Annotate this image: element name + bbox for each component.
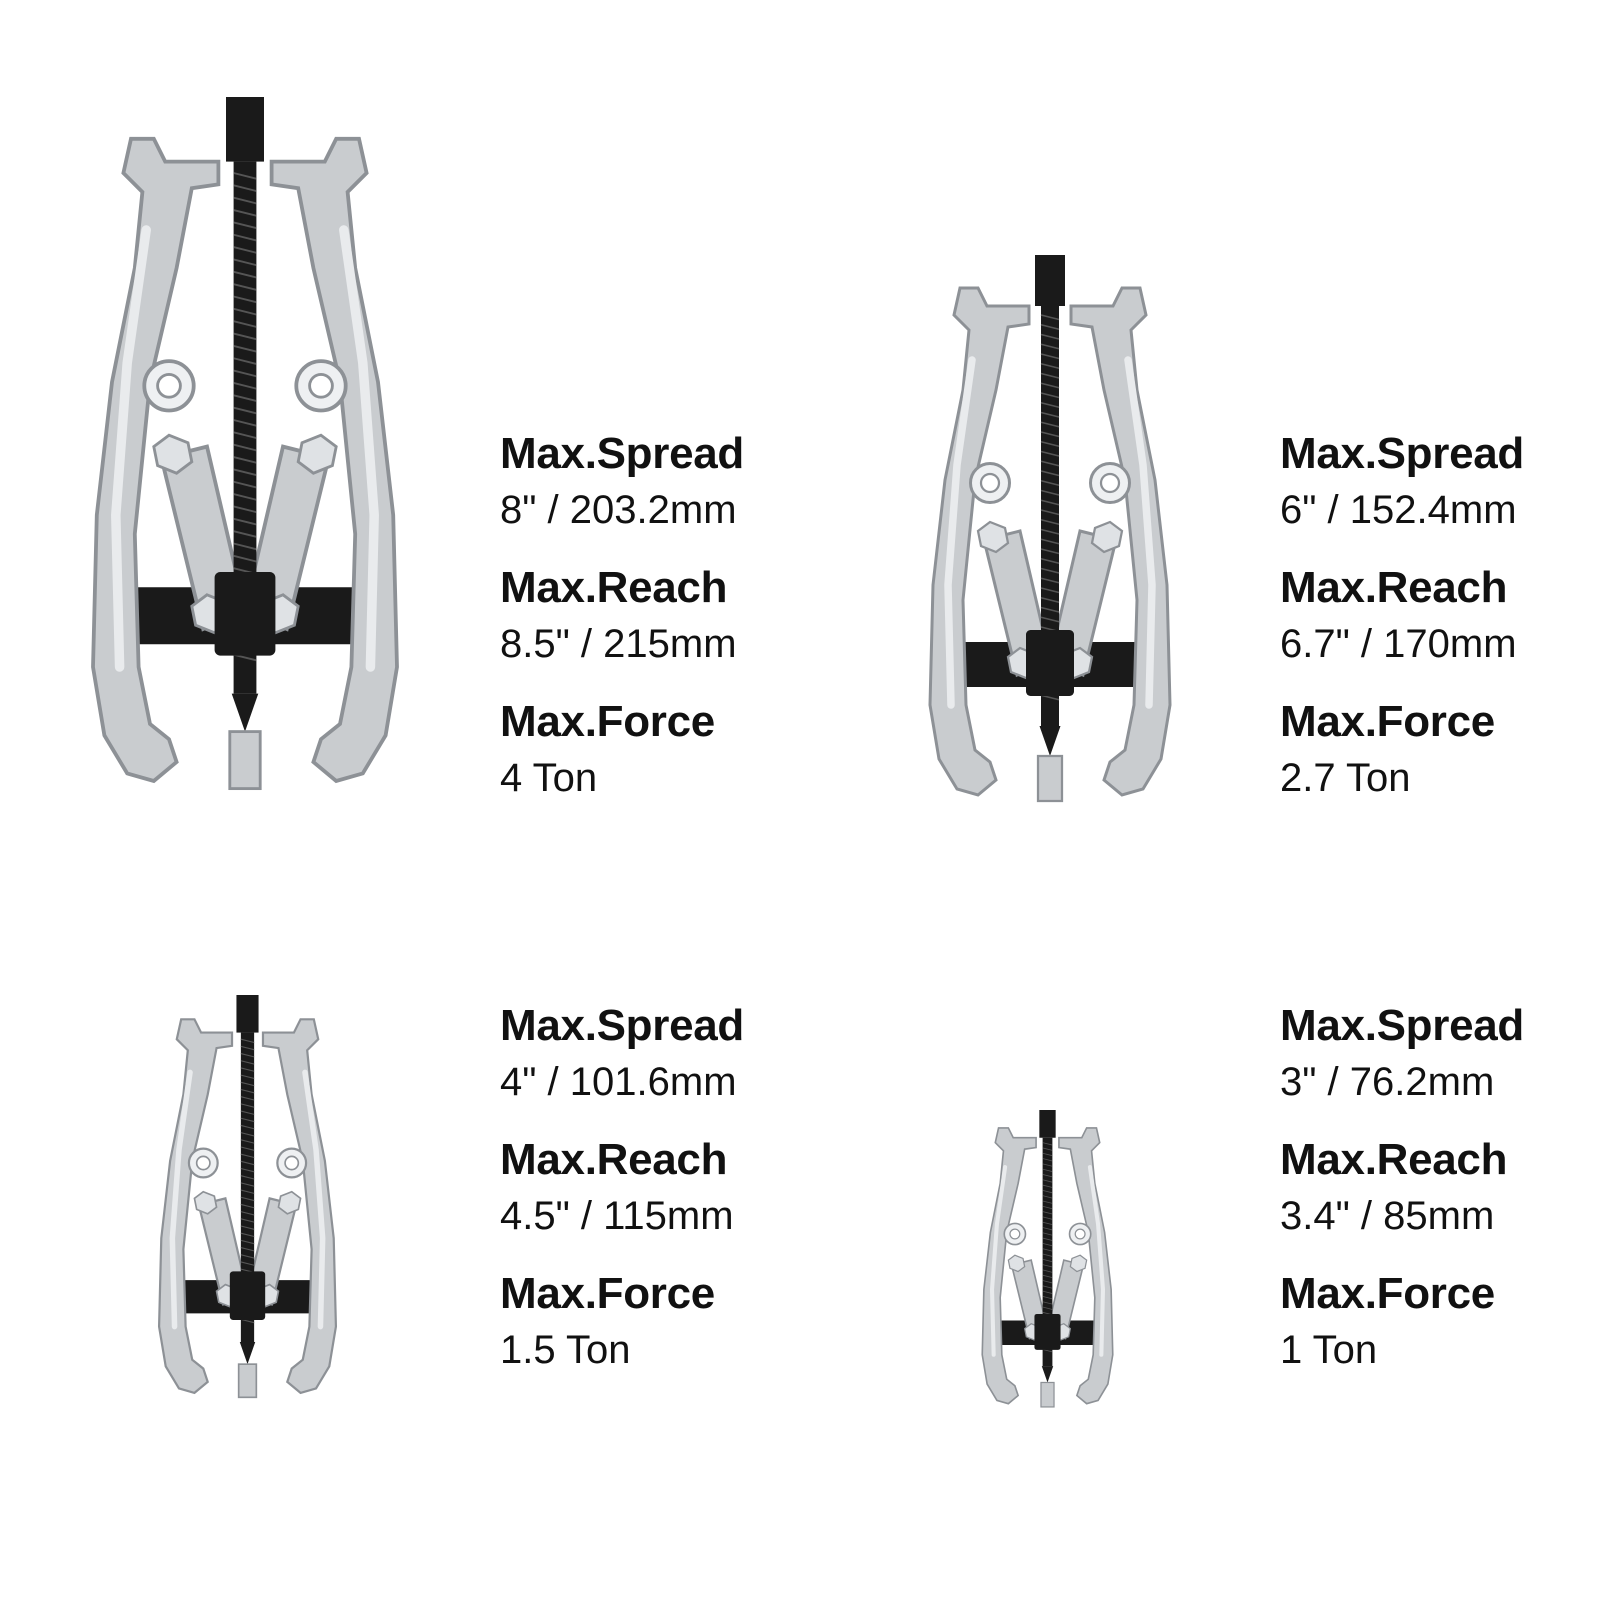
force-label: Max.Force [500,697,715,746]
spread-spec: Max.Spread 3" / 76.2mm [1280,1001,1600,1104]
spread-label: Max.Spread [1280,1001,1524,1050]
force-label: Max.Force [500,1269,715,1318]
reach-value: 4.5" / 115mm [500,1194,734,1238]
spread-label: Max.Spread [1280,429,1524,478]
spread-label: Max.Spread [500,1001,744,1050]
reach-spec: Max.Reach 4.5" / 115mm [500,1135,840,1238]
puller-image-8in [55,88,435,828]
reach-label: Max.Reach [1280,563,1508,612]
force-label: Max.Force [1280,1269,1495,1318]
spread-label: Max.Spread [500,429,744,478]
reach-value: 8.5" / 215mm [500,622,737,666]
force-value: 2.7 Ton [1280,756,1411,800]
force-spec: Max.Force 1.5 Ton [500,1269,840,1372]
spread-value: 3" / 76.2mm [1280,1060,1495,1104]
reach-value: 6.7" / 170mm [1280,622,1517,666]
spread-value: 8" / 203.2mm [500,488,737,532]
spread-spec: Max.Spread 4" / 101.6mm [500,1001,840,1104]
spec-block-3in: Max.Spread 3" / 76.2mm Max.Reach 3.4" / … [1280,1001,1600,1372]
reach-spec: Max.Reach 6.7" / 170mm [1280,563,1600,666]
force-spec: Max.Force 1 Ton [1280,1269,1600,1372]
reach-label: Max.Reach [1280,1135,1508,1184]
reach-label: Max.Reach [500,563,728,612]
force-spec: Max.Force 4 Ton [500,697,840,800]
reach-value: 3.4" / 85mm [1280,1194,1495,1238]
puller-image-4in [105,995,390,1415]
force-label: Max.Force [1280,697,1495,746]
puller-image-6in [895,255,1205,825]
force-value: 1 Ton [1280,1328,1378,1372]
spread-spec: Max.Spread 8" / 203.2mm [500,429,840,532]
reach-spec: Max.Reach 8.5" / 215mm [500,563,840,666]
spread-spec: Max.Spread 6" / 152.4mm [1280,429,1600,532]
force-value: 4 Ton [500,756,598,800]
force-value: 1.5 Ton [500,1328,631,1372]
reach-spec: Max.Reach 3.4" / 85mm [1280,1135,1600,1238]
spread-value: 4" / 101.6mm [500,1060,737,1104]
reach-label: Max.Reach [500,1135,728,1184]
puller-image-3in [940,1110,1155,1420]
spec-block-6in: Max.Spread 6" / 152.4mm Max.Reach 6.7" /… [1280,429,1600,800]
spec-block-8in: Max.Spread 8" / 203.2mm Max.Reach 8.5" /… [500,429,840,800]
spread-value: 6" / 152.4mm [1280,488,1517,532]
spec-block-4in: Max.Spread 4" / 101.6mm Max.Reach 4.5" /… [500,1001,840,1372]
force-spec: Max.Force 2.7 Ton [1280,697,1600,800]
